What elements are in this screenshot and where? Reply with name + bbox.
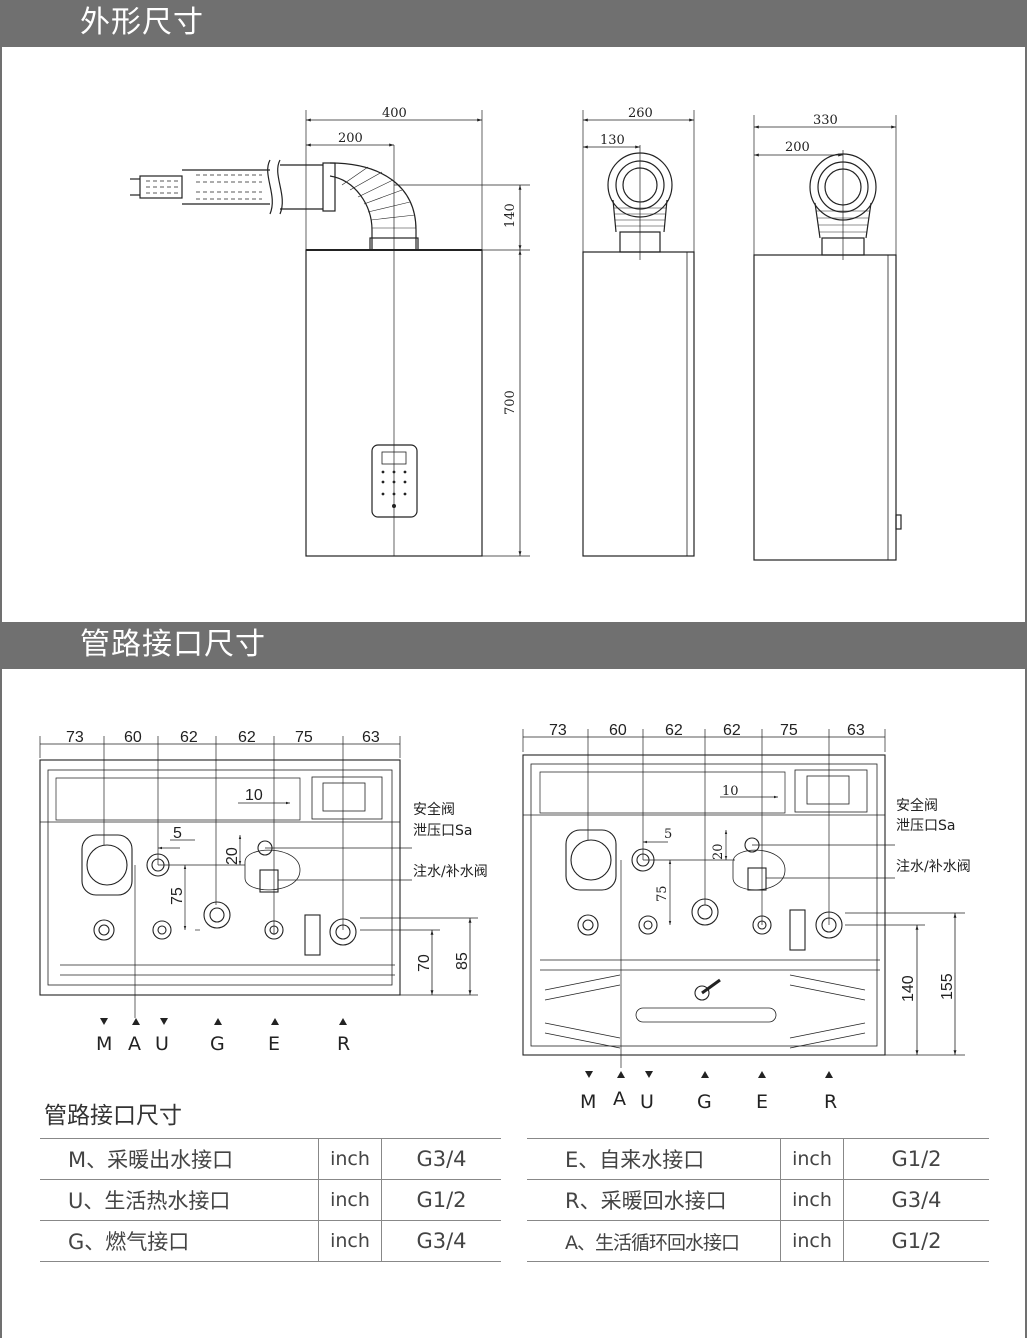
connection-size: G3/4 <box>381 1220 501 1262</box>
connection-unit: inch <box>780 1220 844 1262</box>
connection-name: R、采暖回水接口 <box>527 1179 781 1221</box>
connection-letters-right: M A U G E R <box>580 1088 837 1113</box>
spacing-label: 63 <box>847 722 865 739</box>
dim-label-c: 20 <box>711 843 726 860</box>
flow-arrows-right <box>585 1071 833 1078</box>
spacing-label: 62 <box>238 729 256 746</box>
connection-size: G1/2 <box>381 1179 501 1221</box>
side-offset-label: 130 <box>600 133 625 148</box>
connection-name: M、采暖出水接口 <box>40 1138 319 1180</box>
dim-label-f: 155 <box>939 973 956 1000</box>
letter-e: E <box>268 1033 280 1055</box>
connection-view-left <box>39 736 478 1018</box>
section-header-outline: 外形尺寸 <box>0 0 1027 47</box>
connection-table-right: E、自来水接口 inch G1/2 R、采暖回水接口 inch G3/4 A、生… <box>527 1138 989 1262</box>
spacing-label: 62 <box>665 722 683 739</box>
table-row: M、采暖出水接口 inch G3/4 <box>40 1138 501 1180</box>
table-row: G、燃气接口 inch G3/4 <box>40 1220 501 1262</box>
spacing-label: 62 <box>180 729 198 746</box>
spacing-label: 73 <box>549 722 567 739</box>
front-width-label: 400 <box>382 106 407 121</box>
letter-a: A <box>613 1088 626 1110</box>
letter-r: R <box>337 1033 350 1055</box>
letter-g: G <box>210 1033 225 1055</box>
dim-label-d: 75 <box>169 887 186 905</box>
front-flue-label: 140 <box>503 203 518 228</box>
spacing-label: 63 <box>362 729 380 746</box>
side-view <box>582 110 695 557</box>
connection-name: G、燃气接口 <box>40 1220 319 1262</box>
letter-m: M <box>580 1091 596 1113</box>
flow-arrows-left <box>100 1018 347 1025</box>
letter-u: U <box>640 1091 654 1113</box>
callout-safety-valve: 安全阀 <box>413 801 455 818</box>
connection-unit: inch <box>780 1179 844 1221</box>
spacing-label: 60 <box>124 729 142 746</box>
dim-label-e: 70 <box>416 954 433 972</box>
spacing-labels-right: 73 60 62 62 75 63 <box>549 722 865 739</box>
connection-size: G3/4 <box>381 1138 501 1180</box>
control-panel <box>371 444 418 518</box>
dim-label-a: 10 <box>245 787 263 804</box>
spacing-label: 75 <box>780 722 798 739</box>
table-row: U、生活热水接口 inch G1/2 <box>40 1179 501 1221</box>
side-depth-label: 260 <box>628 106 653 121</box>
letter-m: M <box>96 1033 112 1055</box>
connection-size: G1/2 <box>843 1220 989 1262</box>
connection-name: E、自来水接口 <box>527 1138 781 1180</box>
front-view <box>130 110 530 557</box>
outline-frame <box>0 47 1027 622</box>
back-depth-label: 330 <box>813 113 838 128</box>
callout-relief-port: 泄压口Sa <box>413 823 472 839</box>
connection-unit: inch <box>318 1138 382 1180</box>
connection-table-left: M、采暖出水接口 inch G3/4 U、生活热水接口 inch G1/2 G、… <box>40 1138 501 1262</box>
spacing-label: 62 <box>723 722 741 739</box>
connection-view-right <box>522 729 965 1068</box>
section-title-outline: 外形尺寸 <box>80 5 204 40</box>
dim-label-e: 140 <box>900 975 917 1002</box>
pipes-frame <box>0 669 1027 1338</box>
front-half-label: 200 <box>338 131 363 146</box>
spacing-labels-left: 73 60 62 62 75 63 <box>66 729 380 746</box>
table-row: A、生活循环回水接口 inch G1/2 <box>527 1220 989 1262</box>
connection-size: G1/2 <box>843 1138 989 1180</box>
section-title-pipes: 管路接口尺寸 <box>80 627 266 662</box>
dim-label-b: 5 <box>173 825 182 842</box>
letter-r: R <box>824 1091 837 1113</box>
callout-relief-port: 泄压口Sa <box>896 818 955 834</box>
connection-unit: inch <box>318 1220 382 1262</box>
dim-label-f: 85 <box>454 952 471 970</box>
section-header-pipes: 管路接口尺寸 <box>0 622 1027 669</box>
dim-label-c: 20 <box>224 847 241 865</box>
table-row: R、采暖回水接口 inch G3/4 <box>527 1179 989 1221</box>
letter-e: E <box>756 1091 768 1113</box>
letter-a: A <box>128 1033 141 1055</box>
callout-safety-valve: 安全阀 <box>896 797 938 814</box>
table-title: 管路接口尺寸 <box>44 1103 182 1129</box>
connection-unit: inch <box>318 1179 382 1221</box>
dim-label-a: 10 <box>722 784 739 799</box>
connection-unit: inch <box>780 1138 844 1180</box>
letter-u: U <box>155 1033 169 1055</box>
callout-fill-valve: 注水/补水阀 <box>896 859 971 875</box>
connection-size: G3/4 <box>843 1179 989 1221</box>
connection-name: U、生活热水接口 <box>40 1179 319 1221</box>
spacing-label: 60 <box>609 722 627 739</box>
dim-label-d: 75 <box>655 885 670 902</box>
spacing-label: 73 <box>66 729 84 746</box>
connection-name: A、生活循环回水接口 <box>527 1220 781 1262</box>
letter-g: G <box>697 1091 712 1113</box>
back-offset-label: 200 <box>785 140 810 155</box>
spacing-label: 75 <box>295 729 313 746</box>
callout-fill-valve: 注水/补水阀 <box>413 864 488 880</box>
front-height-label: 700 <box>503 390 518 415</box>
back-view <box>753 115 902 561</box>
dim-label-b: 5 <box>664 827 672 842</box>
connection-letters-left: M A U G E R <box>96 1033 350 1055</box>
table-row: E、自来水接口 inch G1/2 <box>527 1138 989 1180</box>
